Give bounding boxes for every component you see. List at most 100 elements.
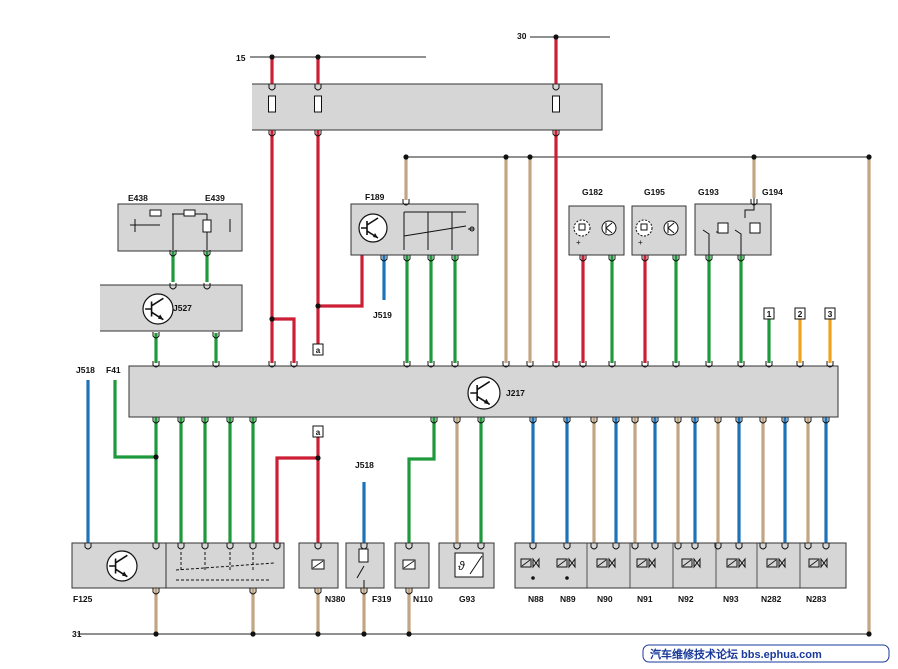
- coil-slash: [597, 559, 607, 567]
- pin-bottom-ground: [249, 588, 257, 595]
- pin-sensor-top: [402, 199, 410, 206]
- pin-valve-top: [612, 543, 620, 550]
- pin-j217-bottom: [201, 417, 209, 424]
- fuse-holder-box: [252, 83, 603, 131]
- junction-dot: [315, 54, 321, 60]
- n380-label: N380: [325, 594, 346, 604]
- transistor-circle: [142, 293, 174, 325]
- pin-fuse-top: [268, 84, 276, 91]
- pin-j217-top: [427, 361, 435, 368]
- pin-valve-top: [631, 543, 639, 550]
- coil-slash: [682, 559, 692, 567]
- sensor-k-mark: [667, 222, 675, 234]
- transistor-icon-j527: [142, 293, 174, 325]
- pins-layer: [84, 34, 872, 637]
- pin-bottom-top: [314, 543, 322, 550]
- pin-sensor-bottom: [579, 255, 587, 262]
- fuse-icon-1: [268, 95, 276, 113]
- pressure-switch-icon: [702, 198, 761, 255]
- coil-slash: [767, 559, 777, 567]
- pin-valve-top: [651, 543, 659, 550]
- pin-valve-top: [781, 543, 789, 550]
- pin-j527-bottom: [212, 332, 220, 339]
- transistor-arrow: [373, 233, 378, 238]
- junction-dot: [361, 631, 367, 637]
- pin-j217-bottom: [249, 417, 257, 424]
- fuse-icon-2: [314, 95, 322, 113]
- coil: [726, 558, 738, 568]
- pin-j217-top: [290, 361, 298, 368]
- n110-label: N110: [413, 594, 433, 604]
- pin-j217-top: [502, 361, 510, 368]
- pin-j217-top: [526, 361, 534, 368]
- terminal-15-label: 15: [236, 53, 246, 63]
- n89-label: N89: [560, 594, 576, 604]
- j527-label: J527: [173, 303, 192, 313]
- pin-j217-bottom: [590, 417, 598, 424]
- pin-j527-top: [203, 283, 211, 290]
- junction-dot: [866, 154, 872, 160]
- g195-label: G195: [644, 187, 665, 197]
- pin-j217-top: [705, 361, 713, 368]
- pin-sensor-bottom: [380, 255, 388, 262]
- g193-label: G193: [698, 187, 719, 197]
- resistor-3: [202, 219, 212, 233]
- pin-sensor-bottom: [705, 255, 713, 262]
- valve-body: [738, 557, 746, 569]
- green-wire-n110: [407, 417, 436, 543]
- pin-j217-top: [608, 361, 616, 368]
- n88-label: N88: [528, 594, 544, 604]
- pin-sensor-top: [750, 199, 758, 206]
- red-wire-15-c: [272, 317, 296, 363]
- ref-box-1-frame: [763, 307, 775, 320]
- pin-sensor-bottom: [672, 255, 680, 262]
- f189-label: F189: [365, 192, 385, 202]
- pin-valve-top: [563, 543, 571, 550]
- ref-box-2: 2: [798, 309, 803, 319]
- n283-label: N283: [806, 594, 827, 604]
- fuse-icon-3: [552, 95, 560, 113]
- pin-bottom-top: [249, 543, 257, 550]
- coil: [520, 558, 532, 568]
- e438-e439-box: [117, 203, 243, 252]
- junction-dot: [866, 631, 872, 637]
- solenoid-slash-n380: [312, 560, 324, 569]
- j217-label: J217: [506, 388, 525, 398]
- pin-bottom-top: [477, 543, 485, 550]
- solenoid-valve-icon-3: [596, 557, 616, 569]
- pin-j217-bottom: [453, 417, 461, 424]
- connector-a-bottom: a: [316, 428, 321, 437]
- connector-a-top: a: [316, 346, 321, 355]
- e439-label: E439: [205, 193, 225, 203]
- solenoid-valve-icon-1: [520, 557, 540, 569]
- green-wire-f41: [113, 380, 156, 459]
- pin-j217-bottom: [430, 417, 438, 424]
- pin-j217-top: [826, 361, 834, 368]
- sensor-element: [640, 223, 648, 231]
- pin-valve-top: [759, 543, 767, 550]
- coil-slash: [521, 559, 531, 567]
- valve-body: [532, 557, 540, 569]
- pin-j217-top: [212, 361, 220, 368]
- coil: [596, 558, 608, 568]
- pin-j217-bottom: [651, 417, 659, 424]
- pin-j217-bottom: [781, 417, 789, 424]
- junction-dot: [153, 631, 159, 637]
- pin-j217-top: [796, 361, 804, 368]
- pin-bottom-top: [201, 543, 209, 550]
- pin-j217-top: [641, 361, 649, 368]
- theta-symbol: ϑ: [458, 559, 465, 573]
- transistor-lines: [109, 554, 128, 578]
- transistor-icon-f125: [106, 550, 138, 582]
- junction-dot: [406, 631, 412, 637]
- pressure-box-1: [717, 222, 729, 234]
- terminal-30-label: 30: [517, 31, 527, 41]
- e438-label: E438: [128, 193, 148, 203]
- solenoid-valve-icon-7: [766, 557, 786, 569]
- pin-sensor-bottom: [737, 255, 745, 262]
- switch-lines: [403, 211, 474, 250]
- n92-label: N92: [678, 594, 694, 604]
- pin-valve-top: [714, 543, 722, 550]
- pin-bottom-top: [152, 543, 160, 550]
- pin-j217-top: [451, 361, 459, 368]
